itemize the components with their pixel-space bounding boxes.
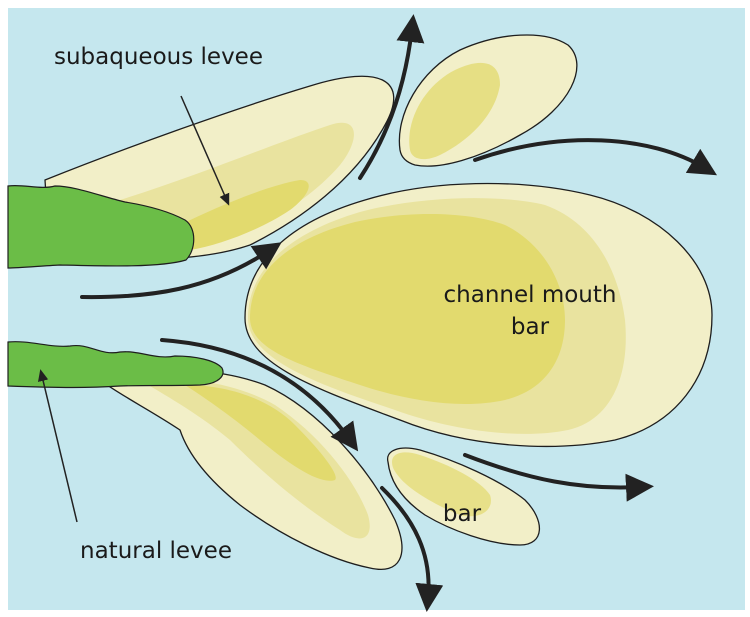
bar-label: bar bbox=[443, 501, 482, 527]
subaqueous-levee-label: subaqueous levee bbox=[54, 44, 263, 70]
natural-levee-label: natural levee bbox=[80, 538, 232, 564]
channel-mouth-bar-label-line1: channel mouth bbox=[444, 282, 617, 308]
channel-mouth-bar-label-line2: bar bbox=[511, 314, 550, 340]
